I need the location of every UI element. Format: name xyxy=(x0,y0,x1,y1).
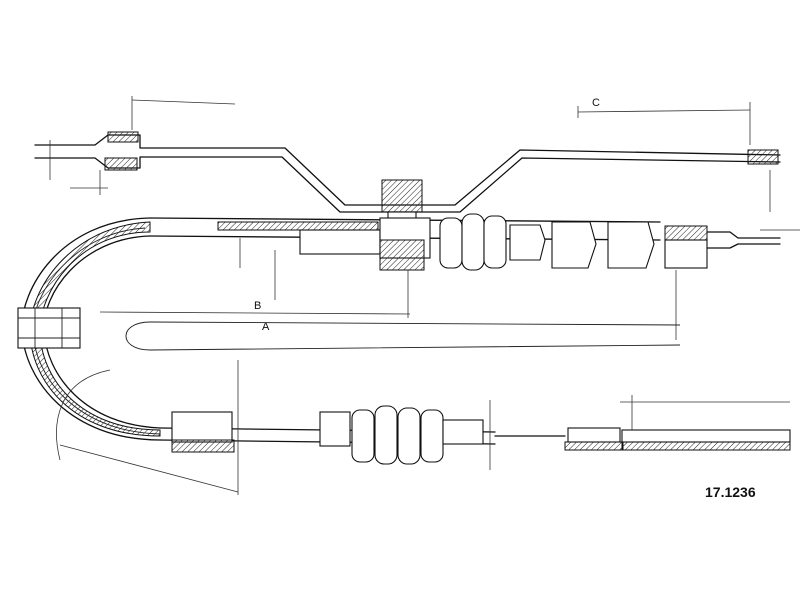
dimension-a-label: A xyxy=(262,321,270,333)
upper-left-fitting xyxy=(107,131,139,143)
upper-left-bracket xyxy=(104,157,138,171)
misc-dimensions xyxy=(56,229,800,495)
center-mount-block xyxy=(381,179,423,213)
dimension-b-label: B xyxy=(254,300,261,312)
upper-bellows xyxy=(439,213,507,271)
lower-adjuster xyxy=(171,405,791,465)
lower-bellows xyxy=(351,405,444,465)
dimension-c-label: C xyxy=(592,97,600,109)
dimension-c-group: C xyxy=(577,97,751,145)
dimension-b-group: B xyxy=(99,270,411,318)
bend-clamp xyxy=(17,307,81,349)
upper-left-dimension xyxy=(49,96,771,212)
upper-adjuster xyxy=(217,213,781,271)
upper-rod xyxy=(34,131,781,231)
dimension-a-group: A xyxy=(262,270,677,340)
part-number: 17.1236 xyxy=(705,484,756,500)
upper-right-end xyxy=(747,149,779,165)
upper-right-fitting xyxy=(664,225,708,241)
